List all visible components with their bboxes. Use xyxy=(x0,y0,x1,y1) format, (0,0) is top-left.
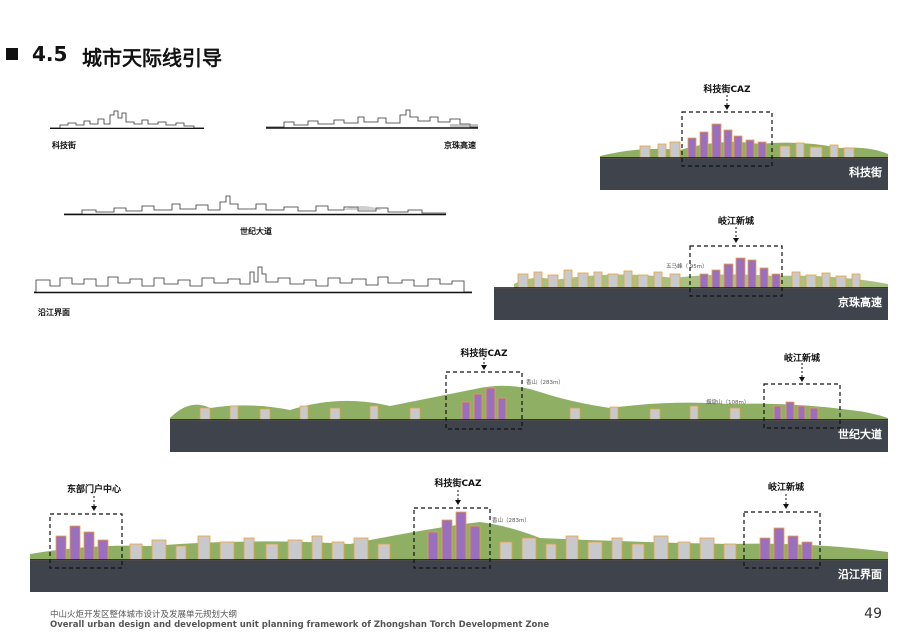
footer-title-en: Overall urban design and development uni… xyxy=(50,620,550,630)
skyline-panel-keji: 科技街CAZ 科技街 xyxy=(600,80,888,190)
outline-label: 科技街 xyxy=(52,141,76,150)
outline-label: 京珠高速 xyxy=(444,141,476,150)
section-title: 城市天际线引导 xyxy=(82,46,222,70)
skyline-panel-yanjiang: 香山（283m） 东部门户中心 科技街CAZ 岐江新城 沿江界面 xyxy=(30,474,888,594)
highlight-label: 岐江新城 xyxy=(718,215,754,227)
outline-label: 世纪大道 xyxy=(240,227,272,236)
peak-label: 烟墩山（108m） xyxy=(706,398,749,406)
highlight-label: 科技街CAZ xyxy=(460,347,508,359)
band-label: 京珠高速 xyxy=(838,295,882,309)
section-marker xyxy=(6,48,18,60)
highlight-label: 岐江新城 xyxy=(784,352,820,364)
highlight-label: 岐江新城 xyxy=(768,481,804,493)
outline-sketch-jingzhu xyxy=(264,105,482,133)
footer-title-cn: 中山火炬开发区整体城市设计及发展单元规划大纲 xyxy=(50,610,238,620)
band-label: 沿江界面 xyxy=(838,567,882,581)
outline-label: 沿江界面 xyxy=(38,308,70,317)
highlight-label: 科技街CAZ xyxy=(434,477,482,489)
page-number: 49 xyxy=(864,606,882,622)
section-number: 4.5 xyxy=(32,42,68,66)
peak-label: 五马峰（ 95m） xyxy=(666,262,708,270)
peak-label: 香山（283m） xyxy=(526,378,564,386)
peak-label: 香山（283m） xyxy=(492,516,530,524)
highlight-label: 东部门户中心 xyxy=(67,483,121,495)
skyline-panel-jingzhu: 五马峰（ 95m） 岐江新城 京珠高速 xyxy=(494,212,888,322)
outline-sketch-keji xyxy=(48,105,208,133)
band-label: 科技街 xyxy=(849,165,882,179)
skyline-panel-shiji: 香山（283m） 烟墩山（108m） 科技街CAZ 岐江新城 世纪大道 xyxy=(170,344,888,454)
outline-sketch-shiji xyxy=(62,192,450,220)
outline-sketch-yanjiang xyxy=(32,264,476,300)
band-label: 世纪大道 xyxy=(838,427,882,441)
highlight-label: 科技街CAZ xyxy=(703,83,751,95)
